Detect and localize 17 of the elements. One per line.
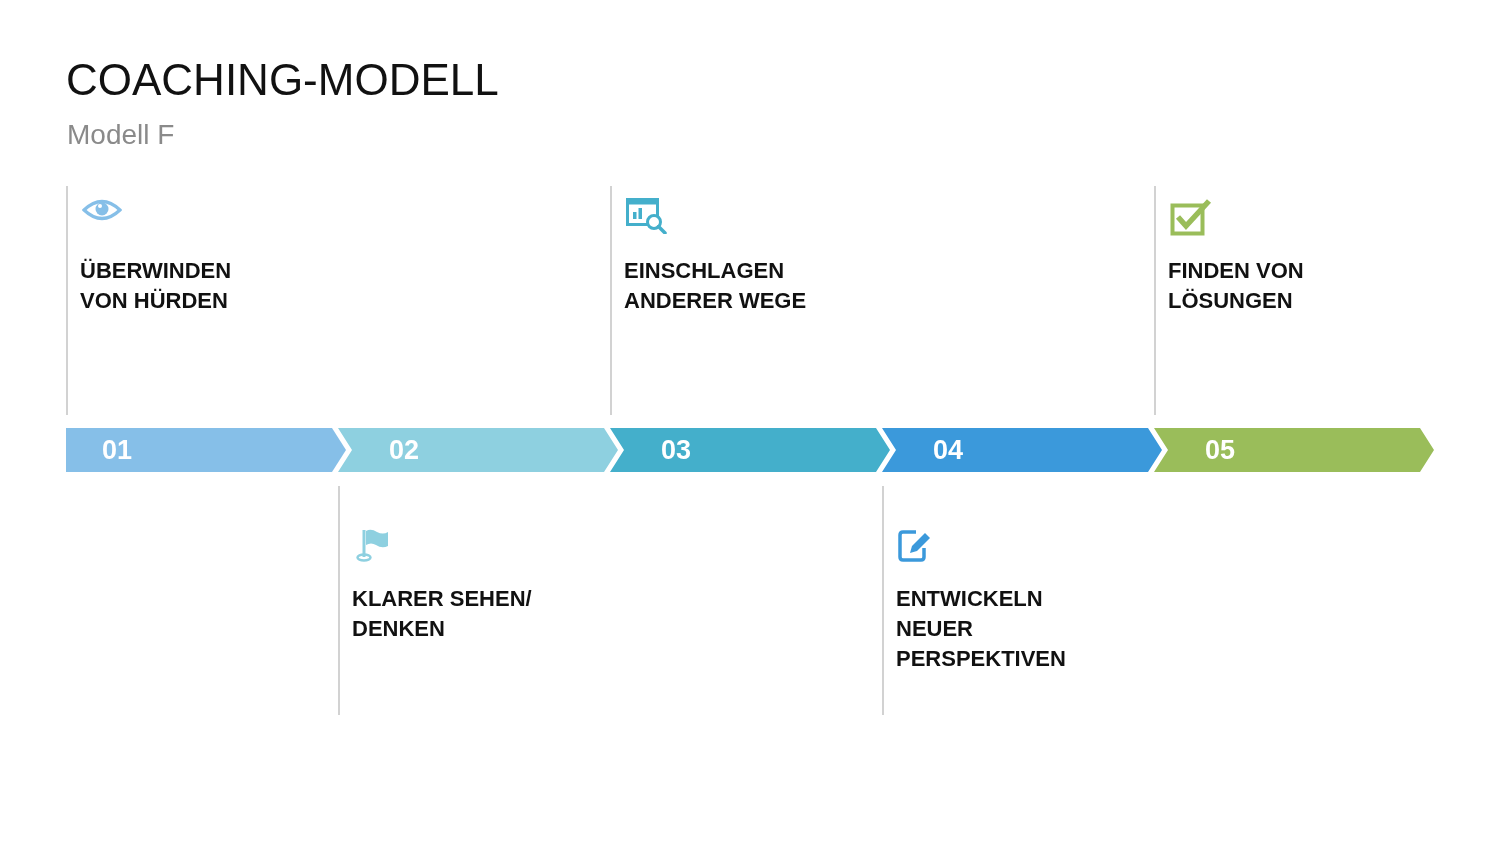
step-heading: ENTWICKELN NEUER PERSPEKTIVEN bbox=[896, 585, 1067, 673]
chevron-step bbox=[338, 428, 618, 472]
chevron-step bbox=[610, 428, 890, 472]
step-number: 03 bbox=[661, 436, 692, 464]
step-heading: KLARER SEHEN/ DENKEN bbox=[352, 585, 533, 643]
step-number: 05 bbox=[1205, 436, 1236, 464]
subtitle: Modell F bbox=[67, 118, 175, 152]
step-number: 02 bbox=[389, 436, 420, 464]
chevron-step bbox=[882, 428, 1162, 472]
title: COACHING-MODELL bbox=[66, 54, 499, 106]
chevron-step bbox=[1154, 428, 1434, 472]
step-heading: EINSCHLAGEN ANDERER WEGE bbox=[624, 257, 808, 315]
step-heading: FINDEN VON LÖSUNGEN bbox=[1168, 257, 1305, 315]
step-number: 01 bbox=[102, 436, 133, 464]
chevron-step bbox=[66, 428, 346, 472]
step-number: 04 bbox=[933, 436, 964, 464]
step-heading: ÜBERWINDEN VON HÜRDEN bbox=[80, 257, 233, 315]
